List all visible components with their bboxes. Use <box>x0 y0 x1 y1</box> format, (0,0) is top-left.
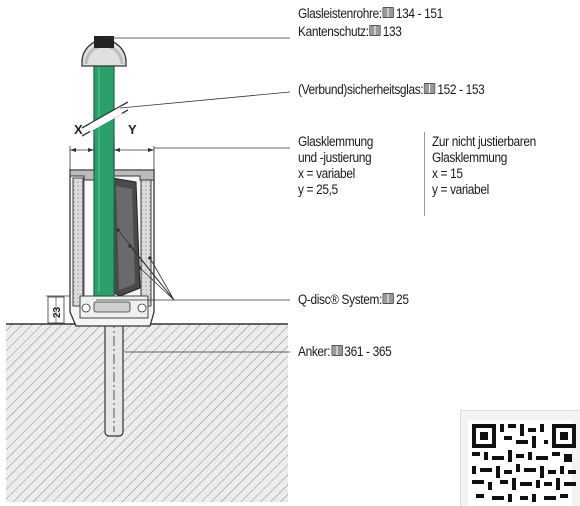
label-qdisc: Q-disc® System: 25 <box>298 292 409 308</box>
leader-dots <box>116 228 152 270</box>
dimension-y-label: Y <box>128 122 137 137</box>
label-anker-text: Anker: <box>298 344 331 359</box>
label-separator <box>424 132 425 216</box>
klemm-left-line-1: Glasklemmung <box>298 134 374 149</box>
concrete-ground <box>6 323 288 502</box>
klemm-right-line-3: x = 15 <box>432 166 463 181</box>
label-anker: Anker: 361 - 365 <box>298 344 392 360</box>
label-qdisc-ref: 25 <box>396 292 409 307</box>
dimension-x-y <box>69 142 155 170</box>
book-icon <box>382 293 395 304</box>
edge-cap <box>81 36 127 67</box>
label-klemm-right: Zur nicht justierbaren Glasklemmung x = … <box>432 134 536 198</box>
klemm-right-line-4: y = variabel <box>432 182 489 197</box>
klemm-left-line-2: und -justierung <box>298 150 372 165</box>
book-icon <box>331 345 343 356</box>
label-kantenschutz: Kantenschutz: 133 <box>298 24 402 40</box>
klemm-right-line-1: Zur nicht justierbaren <box>432 134 536 149</box>
book-icon <box>369 25 382 36</box>
label-verbund: (Verbund)sicherheitsglas: 152 - 153 <box>298 82 485 98</box>
qr-pattern <box>468 420 576 506</box>
klemm-left-line-3: x = variabel <box>298 166 355 181</box>
book-icon <box>424 83 436 94</box>
qr-code <box>460 410 580 506</box>
glass-pane <box>81 41 129 297</box>
leader-lines <box>96 37 291 353</box>
label-klemm-left: Glasklemmung und -justierung x = variabe… <box>298 134 373 198</box>
anchor-bolt <box>104 311 124 437</box>
label-glasleisten: Glasleistenrohre: 134 - 151 <box>298 6 443 22</box>
label-glasleisten-text: Glasleistenrohre: <box>298 6 382 21</box>
label-kantenschutz-text: Kantenschutz: <box>298 24 369 39</box>
label-qdisc-text: Q-disc® System: <box>298 292 383 307</box>
dimension-height-label: 23 <box>52 306 63 318</box>
dimension-height <box>46 295 76 325</box>
label-glasleisten-ref: 134 - 151 <box>395 6 443 21</box>
label-kantenschutz-ref: 133 <box>382 24 402 39</box>
dimension-x-label: X <box>74 122 83 137</box>
label-verbund-text: (Verbund)sicherheitsglas: <box>298 82 424 97</box>
label-verbund-ref: 152 - 153 <box>437 82 485 97</box>
label-anker-ref: 361 - 365 <box>344 344 392 359</box>
book-icon <box>382 7 395 18</box>
klemm-right-line-2: Glasklemmung <box>432 150 508 165</box>
klemm-left-line-4: y = 25,5 <box>298 182 338 197</box>
